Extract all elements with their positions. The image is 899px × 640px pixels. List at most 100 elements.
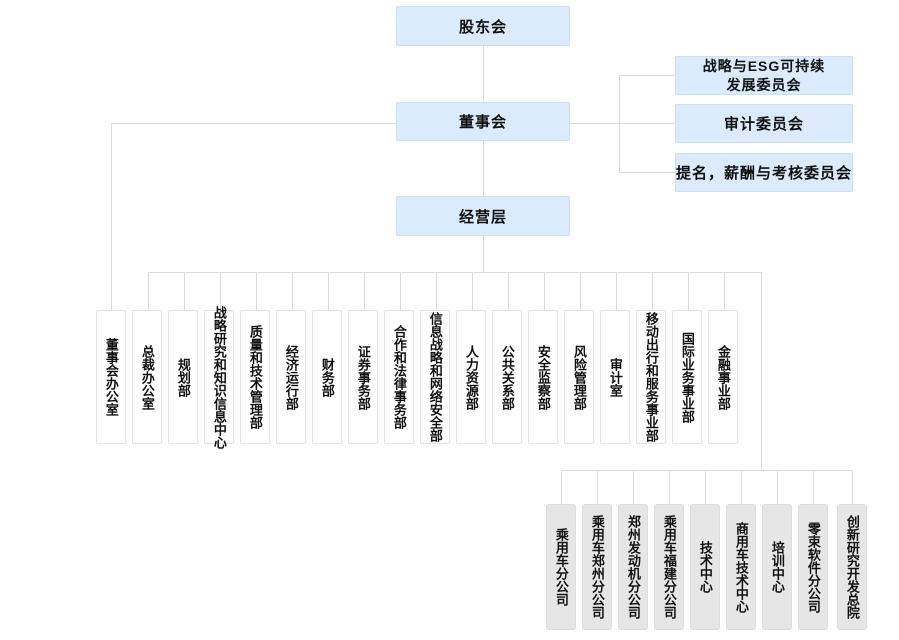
node-department[interactable]: 质量和技术管理部 (240, 310, 270, 444)
node-board-of-directors-label: 董事会 (458, 114, 507, 131)
department-drop-line (292, 272, 293, 310)
department-drop-line (688, 272, 689, 310)
department-drop-line (364, 272, 365, 310)
department-bus (148, 272, 761, 273)
node-department[interactable]: 人力资源部 (456, 310, 486, 444)
node-subsidiary[interactable]: 乘用车郑州分公司 (582, 504, 612, 630)
subsidiary-drop-line (561, 470, 562, 504)
node-department[interactable]: 合作和法律事务部 (384, 310, 414, 444)
node-department[interactable]: 信息战略和网络安全部 (420, 310, 450, 444)
node-subsidiary[interactable]: 商用车技术中心 (726, 504, 756, 630)
department-drop-line (328, 272, 329, 310)
subsidiary-label: 零束软件分公司 (805, 521, 821, 613)
department-label: 安全监察部 (535, 344, 551, 410)
node-department[interactable]: 经济运行部 (276, 310, 306, 444)
department-drop-line (472, 272, 473, 310)
node-subsidiary[interactable]: 创新研究开发总院 (837, 504, 867, 630)
department-label: 经济运行部 (283, 344, 299, 410)
department-drop-line (256, 272, 257, 310)
node-department[interactable]: 董事会办公室 (96, 310, 126, 444)
node-shareholders-meeting[interactable]: 股东会 (396, 6, 570, 46)
node-subsidiary[interactable]: 培训中心 (762, 504, 792, 630)
node-department[interactable]: 财务部 (312, 310, 342, 444)
department-label: 风险管理部 (571, 344, 587, 410)
node-department[interactable]: 公共关系部 (492, 310, 522, 444)
connector-shareholders-to-board (483, 46, 484, 104)
node-committee-audit-label: 审计委员会 (723, 116, 804, 133)
node-board-of-directors[interactable]: 董事会 (396, 102, 570, 141)
node-subsidiary[interactable]: 零束软件分公司 (798, 504, 828, 630)
node-department[interactable]: 移动出行和服务事业部 (636, 310, 666, 444)
node-committee-nomination-remuneration-label: 提名，薪酬与考核委员会 (676, 165, 853, 182)
connector-board-to-management (483, 140, 484, 196)
subsidiary-label: 乘用车福建分公司 (661, 515, 677, 619)
subsidiary-drop-line (633, 470, 634, 504)
department-label: 规划部 (175, 357, 191, 397)
department-label: 审计室 (607, 357, 623, 397)
department-label: 国际业务事业部 (679, 331, 695, 423)
subsidiary-drop-line (852, 470, 853, 504)
department-drop-line (220, 272, 221, 310)
node-committee-audit[interactable]: 审计委员会 (675, 104, 853, 143)
node-subsidiary[interactable]: 技术中心 (690, 504, 720, 630)
connector-committee-3 (619, 172, 675, 173)
department-label: 人力资源部 (463, 344, 479, 410)
subsidiary-drop-line (597, 470, 598, 504)
node-subsidiary[interactable]: 郑州发动机分公司 (618, 504, 648, 630)
subsidiary-label: 郑州发动机分公司 (625, 515, 641, 619)
department-drop-line (544, 272, 545, 310)
department-drop-line (184, 272, 185, 310)
node-department[interactable]: 证券事务部 (348, 310, 378, 444)
department-drop-line (148, 272, 149, 310)
subsidiary-drop-line (813, 470, 814, 504)
department-label: 合作和法律事务部 (391, 325, 407, 429)
department-label: 公共关系部 (499, 344, 515, 410)
connector-management-to-departments (483, 236, 484, 272)
subsidiary-drop-line (669, 470, 670, 504)
department-drop-line (616, 272, 617, 310)
connector-board-to-committee-spine (570, 123, 620, 124)
subsidiary-label: 乘用车分公司 (553, 528, 569, 606)
department-label: 质量和技术管理部 (247, 325, 263, 429)
department-label: 董事会办公室 (103, 338, 119, 416)
node-committee-strategy-esg[interactable]: 战略与ESG可持续 发展委员会 (675, 56, 853, 95)
connector-board-to-board-office-horizontal (111, 123, 396, 124)
node-committee-nomination-remuneration[interactable]: 提名，薪酬与考核委员会 (675, 153, 853, 192)
subsidiary-drop-line (705, 470, 706, 504)
node-subsidiary[interactable]: 乘用车分公司 (546, 504, 576, 630)
department-label: 移动出行和服务事业部 (643, 312, 659, 442)
committee-label-line2: 发展委员会 (726, 76, 802, 93)
subsidiary-bus (561, 470, 852, 471)
node-department[interactable]: 战略研究和知识信息中心 (204, 306, 234, 449)
department-drop-line (400, 272, 401, 310)
department-label: 金融事业部 (715, 344, 731, 410)
node-department[interactable]: 国际业务事业部 (672, 310, 702, 444)
subsidiary-drop-line (777, 470, 778, 504)
connector-board-to-board-office-vertical (111, 123, 112, 310)
subsidiary-label: 培训中心 (769, 541, 785, 593)
node-department[interactable]: 规划部 (168, 310, 198, 444)
connector-committee-1 (619, 75, 675, 76)
department-drop-line (580, 272, 581, 310)
department-drop-line (724, 272, 725, 310)
department-drop-line (652, 272, 653, 310)
node-subsidiary[interactable]: 乘用车福建分公司 (654, 504, 684, 630)
department-label: 证券事务部 (355, 344, 371, 410)
node-department[interactable]: 审计室 (600, 310, 630, 444)
node-management-layer[interactable]: 经营层 (396, 196, 570, 236)
node-committee-strategy-esg-label: 战略与ESG可持续 发展委员会 (703, 57, 826, 95)
node-management-layer-label: 经营层 (458, 208, 507, 226)
node-department[interactable]: 安全监察部 (528, 310, 558, 444)
node-department[interactable]: 风险管理部 (564, 310, 594, 444)
subsidiary-label: 商用车技术中心 (733, 521, 749, 613)
subsidiary-label: 技术中心 (697, 541, 713, 593)
subsidiary-label: 乘用车郑州分公司 (589, 515, 605, 619)
connector-committee-spine (619, 75, 620, 173)
node-department[interactable]: 总裁办公室 (132, 310, 162, 444)
department-label: 战略研究和知识信息中心 (211, 305, 227, 449)
node-department[interactable]: 金融事业部 (708, 310, 738, 444)
department-label: 信息战略和网络安全部 (427, 312, 443, 442)
connector-committee-2 (619, 123, 675, 124)
subsidiary-drop-line (741, 470, 742, 504)
